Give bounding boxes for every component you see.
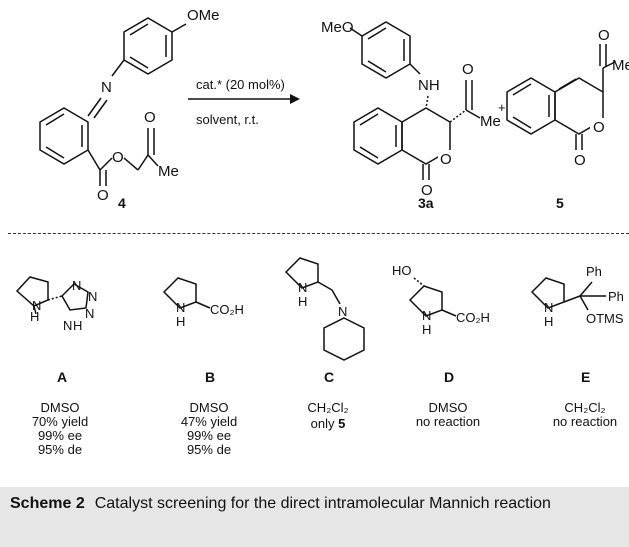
result-c: only 5 xyxy=(311,416,346,431)
atom-co2h: CO₂H xyxy=(456,310,490,325)
reaction-arrow: cat.* (20 mol%) solvent, r.t. xyxy=(188,77,300,127)
atom-ome: OMe xyxy=(187,7,220,24)
atom-o-ester: O xyxy=(112,149,124,166)
catalyst-label-e: E xyxy=(581,369,590,385)
atom-tz-n3: N xyxy=(85,306,94,321)
compound-label-3a: 3a xyxy=(418,195,434,211)
atom-tz-h: H xyxy=(73,318,82,333)
atom-h: H xyxy=(298,294,307,309)
solvent-e: CH₂Cl₂ xyxy=(564,400,605,415)
benzene-ring xyxy=(39,107,89,165)
pyrrolidine-ring xyxy=(15,276,49,307)
solvent-a: DMSO xyxy=(41,400,80,415)
atom-ph2: Ph xyxy=(608,289,624,304)
atom-me: Me xyxy=(612,57,629,74)
result-b-de: 95% de xyxy=(187,442,231,457)
atom-co2h: CO₂H xyxy=(210,302,244,317)
atom-otms: OTMS xyxy=(586,311,624,326)
anisyl-ring xyxy=(361,21,411,79)
plus-sign: + xyxy=(498,100,506,115)
atom-o-ketone: O xyxy=(462,61,474,78)
anisyl-ring xyxy=(123,17,173,75)
arrow-bottom-label: solvent, r.t. xyxy=(196,112,259,127)
atom-o-carbonyl: O xyxy=(574,152,586,169)
atom-o-ring: O xyxy=(593,119,605,136)
scheme-caption: Scheme 2 Catalyst screening for the direc… xyxy=(0,487,629,547)
atom-o-carbonyl: O xyxy=(97,187,109,204)
solvent-d: DMSO xyxy=(429,400,468,415)
result-c-compound: 5 xyxy=(338,416,345,431)
atom-me: Me xyxy=(480,113,501,130)
pyrrolidine-ring xyxy=(162,277,197,309)
catalyst-results: DMSO 70% yield 99% ee 95% de DMSO 47% yi… xyxy=(32,400,617,457)
arrow-top-label: cat.* (20 mol%) xyxy=(196,77,285,92)
catalyst-c-structure: N H N C xyxy=(284,257,365,385)
product-3a-structure: MeO NH O O O Me 3a xyxy=(321,19,501,211)
atom-tz-nh: N xyxy=(63,318,72,333)
compound-label-5: 5 xyxy=(556,195,564,211)
result-a-de: 95% de xyxy=(38,442,82,457)
result-b-ee: 99% ee xyxy=(187,428,231,443)
caption-label: Scheme 2 xyxy=(10,495,85,512)
catalyst-e-structure: N H Ph Ph OTMS E xyxy=(530,264,624,385)
atom-o-carbonyl: O xyxy=(421,182,433,199)
atom-ph1: Ph xyxy=(586,264,602,279)
result-b-yield: 47% yield xyxy=(181,414,237,429)
scheme-drawing: OMe N O O O Me 4 cat.* (20 mol%) solvent… xyxy=(15,7,629,457)
atom-h: H xyxy=(176,314,185,329)
catalyst-a-structure: H N N N N H N A xyxy=(15,276,97,385)
catalyst-label-b: B xyxy=(205,369,215,385)
caption-text: Catalyst screening for the direct intram… xyxy=(94,495,551,512)
pyrrolidine-ring xyxy=(284,257,319,289)
benzo-ring xyxy=(353,107,403,165)
compound-label-4: 4 xyxy=(118,195,126,211)
pyrrolidine-ring xyxy=(408,285,443,317)
result-e: no reaction xyxy=(553,414,617,429)
catalyst-label-d: D xyxy=(444,369,454,385)
product-5-structure: O O O Me 5 xyxy=(506,27,629,211)
atom-n: N xyxy=(176,300,185,315)
benzo-ring xyxy=(506,77,556,135)
reactant-4-structure: OMe N O O O Me 4 xyxy=(39,7,220,211)
catalyst-label-c: C xyxy=(324,369,334,385)
result-c-prefix: only xyxy=(311,416,335,431)
atom-n: N xyxy=(298,280,307,295)
catalyst-label-a: A xyxy=(57,369,67,385)
atom-n: N xyxy=(544,300,553,315)
caption-text-block: Scheme 2 Catalyst screening for the direc… xyxy=(0,487,629,515)
atom-o-ketone: O xyxy=(144,109,156,126)
atom-o-ketone: O xyxy=(598,27,610,44)
atom-n-pip: N xyxy=(338,304,347,319)
tetrazole-ring xyxy=(61,283,89,311)
atom-nh: H xyxy=(30,309,39,324)
atom-nh: NH xyxy=(418,77,440,94)
atom-n-ring: N xyxy=(32,298,41,313)
atom-h: H xyxy=(422,322,431,337)
piperidine-ring xyxy=(323,317,365,361)
atom-meo: MeO xyxy=(321,19,354,36)
solvent-c: CH₂Cl₂ xyxy=(307,400,348,415)
catalyst-b-structure: N H CO₂H B xyxy=(162,277,244,385)
catalyst-d-structure: HO N H CO₂H D xyxy=(392,263,490,385)
atom-tz-n1: N xyxy=(72,278,81,293)
solvent-b: DMSO xyxy=(190,400,229,415)
atom-o-ring: O xyxy=(440,151,452,168)
result-d: no reaction xyxy=(416,414,480,429)
result-a-yield: 70% yield xyxy=(32,414,88,429)
result-a-ee: 99% ee xyxy=(38,428,82,443)
atom-me: Me xyxy=(158,163,179,180)
atom-tz-n2: N xyxy=(88,289,97,304)
atom-n: N xyxy=(422,308,431,323)
atom-h: H xyxy=(544,314,553,329)
atom-n: N xyxy=(101,79,112,96)
section-divider xyxy=(8,233,629,234)
atom-ho: HO xyxy=(392,263,412,278)
pyrrolidine-ring xyxy=(530,277,565,309)
